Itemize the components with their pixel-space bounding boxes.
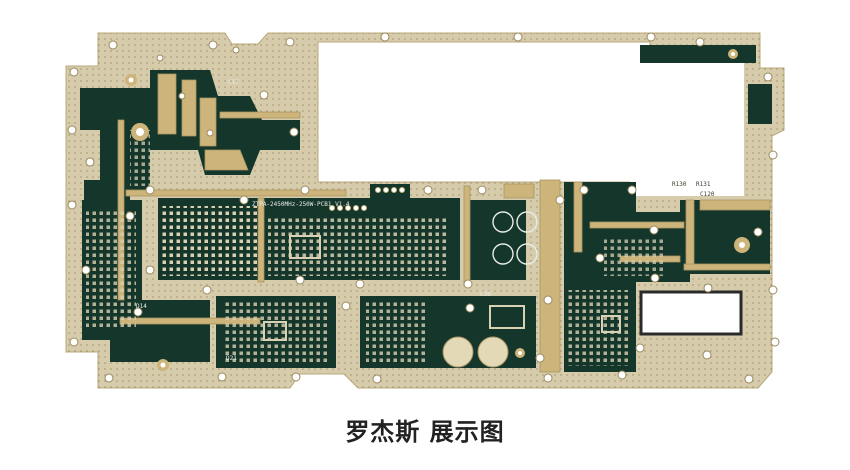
capacitor-footprints: [492, 211, 538, 265]
ic-footprints: [263, 235, 621, 341]
component-pads: [86, 130, 664, 366]
capacitor-pads-large: [442, 336, 509, 368]
screw-holes: [67, 32, 780, 384]
silkscreen-c30: C30: [480, 291, 491, 298]
silkscreen-r130: R130: [672, 181, 687, 188]
board-cutout-right: [639, 290, 743, 336]
silkscreen-r131: R131: [696, 181, 711, 188]
silkscreen-d21: D21: [226, 355, 237, 362]
silkscreen-labels: ZTPA-2450MHz-250W-PCB1 V1.4 R130 R131 C1…: [136, 79, 715, 362]
board-cutout-top: [317, 41, 651, 183]
silkscreen-part-number: ZTPA-2450MHz-250W-PCB1 V1.4: [252, 201, 350, 208]
mounting-holes: [125, 49, 750, 371]
header-pins: [329, 187, 405, 211]
silkscreen-d14: D14: [136, 303, 147, 310]
silkscreen-c120: C120: [700, 191, 715, 198]
image-caption: 罗杰斯 展示图: [345, 418, 505, 446]
silkscreen-c17: C17: [228, 79, 239, 86]
